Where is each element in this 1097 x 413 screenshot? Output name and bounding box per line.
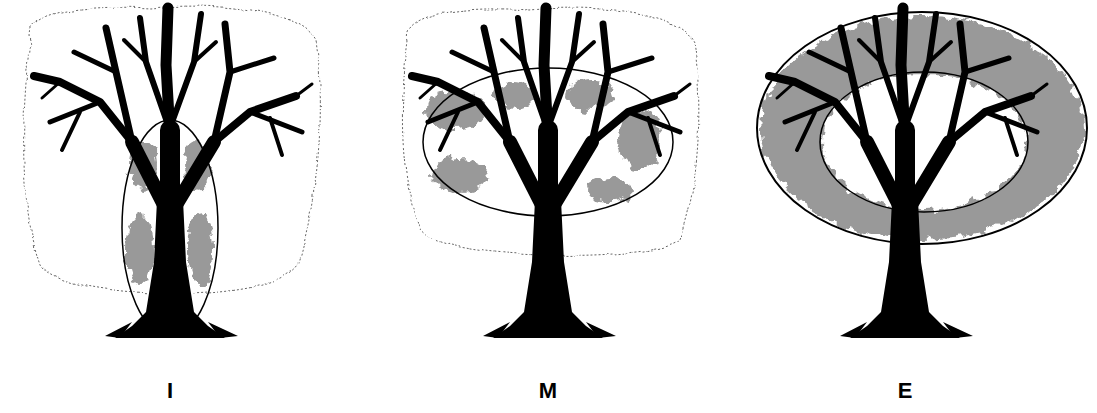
panel-letter: I xyxy=(167,380,173,402)
panel-letter: E xyxy=(898,380,913,402)
panel-letter: M xyxy=(539,380,557,402)
